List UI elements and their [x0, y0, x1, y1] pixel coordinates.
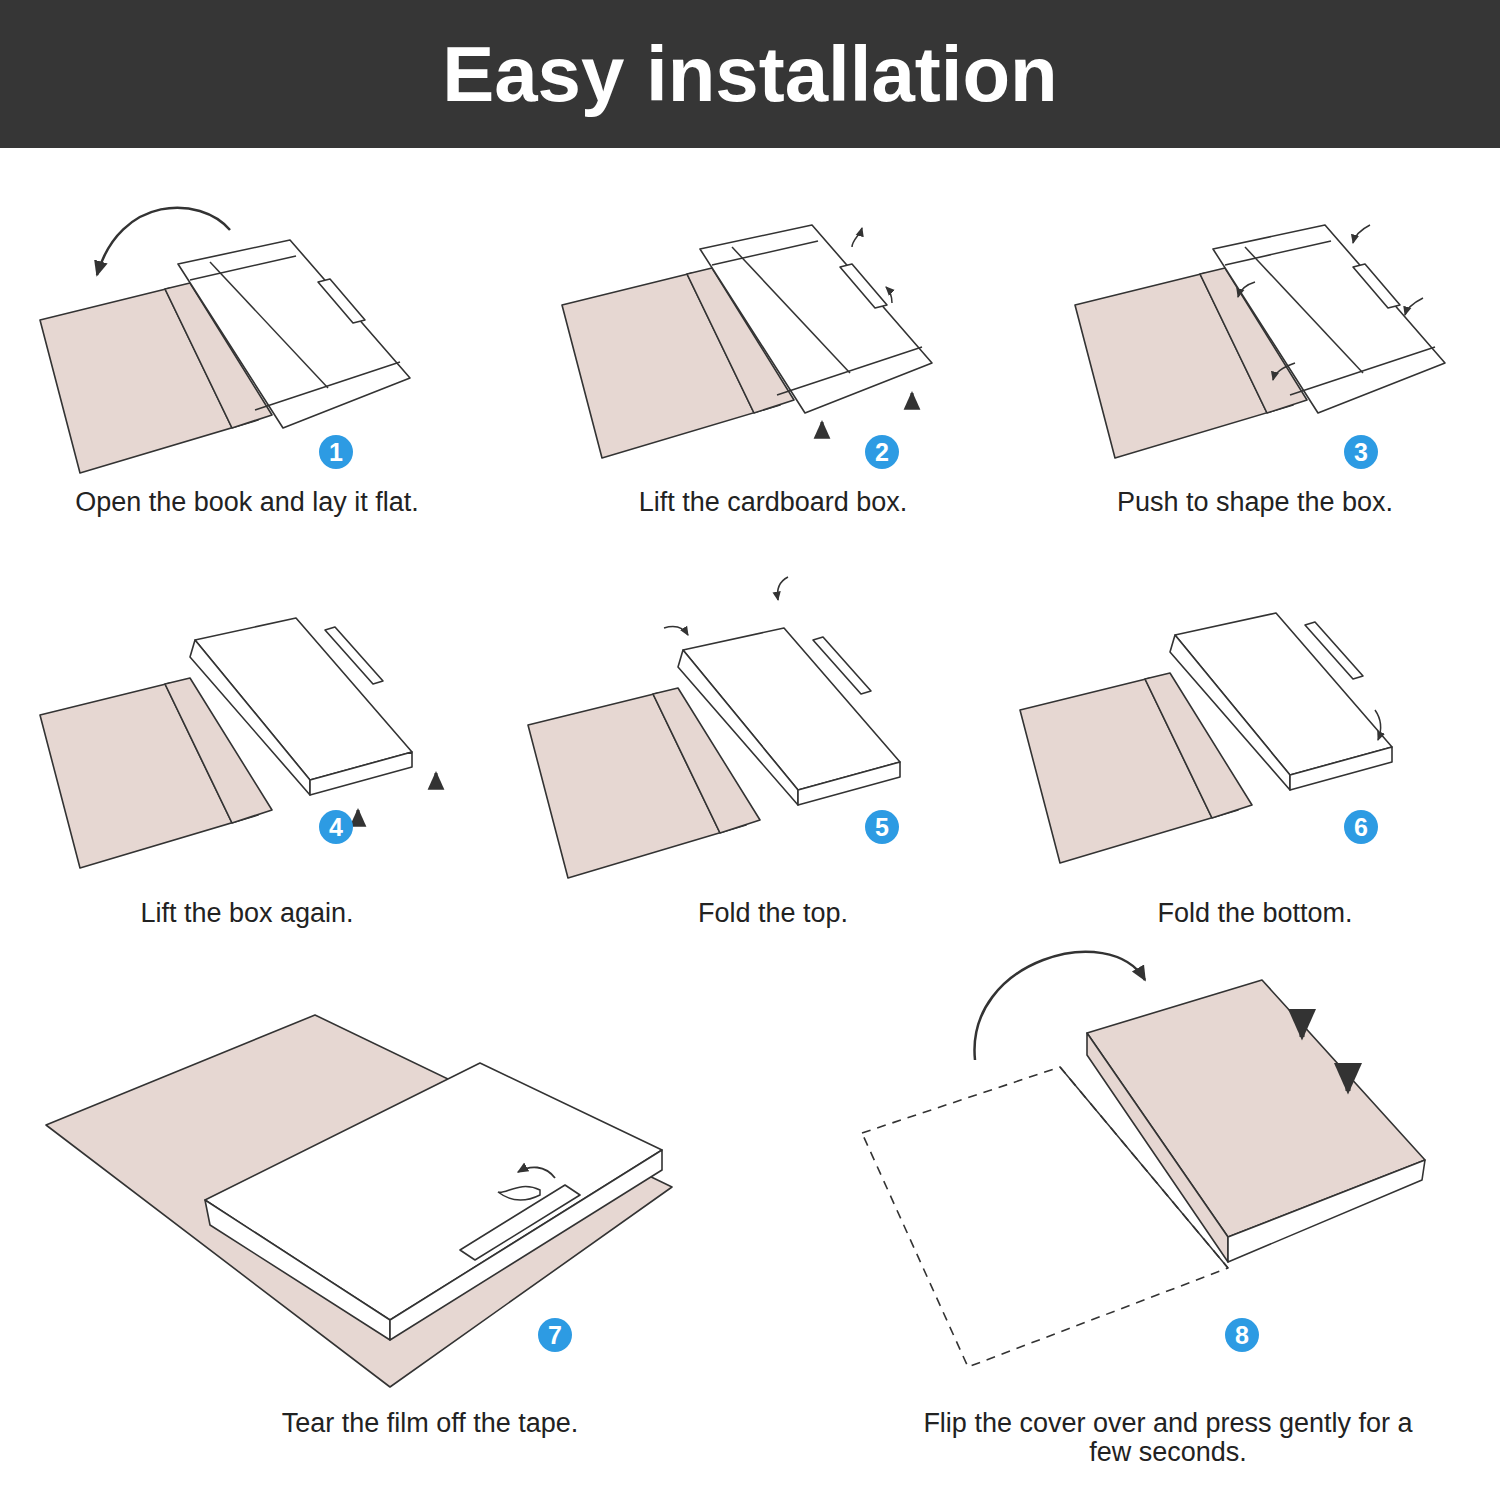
page-title: Easy installation — [0, 0, 1500, 148]
step-number-text: 3 — [1354, 438, 1368, 467]
step-number-text: 5 — [875, 813, 889, 842]
step-number: 1 — [319, 435, 353, 469]
step-caption: Fold the bottom. — [1025, 899, 1485, 928]
step-number-text: 6 — [1354, 813, 1368, 842]
step-caption: Lift the cardboard box. — [543, 488, 1003, 517]
step-number-text: 8 — [1235, 1321, 1249, 1350]
step-caption: Flip the cover over and press gently for… — [918, 1409, 1418, 1467]
step-caption: Open the book and lay it flat. — [17, 488, 477, 517]
step-number: 8 — [1225, 1318, 1259, 1352]
step-caption: Tear the film off the tape. — [150, 1409, 710, 1438]
step-number-text: 2 — [875, 438, 889, 467]
step-caption: Lift the box again. — [17, 899, 477, 928]
step-caption: Fold the top. — [543, 899, 1003, 928]
step-number: 4 — [319, 810, 353, 844]
step-number-text: 7 — [548, 1321, 562, 1350]
step-number: 7 — [538, 1318, 572, 1352]
step-number: 3 — [1344, 435, 1378, 469]
step-number-text: 1 — [329, 438, 343, 467]
step-number: 2 — [865, 435, 899, 469]
step-caption: Push to shape the box. — [1025, 488, 1485, 517]
step-number: 6 — [1344, 810, 1378, 844]
step-number: 5 — [865, 810, 899, 844]
step-number-text: 4 — [329, 813, 343, 842]
